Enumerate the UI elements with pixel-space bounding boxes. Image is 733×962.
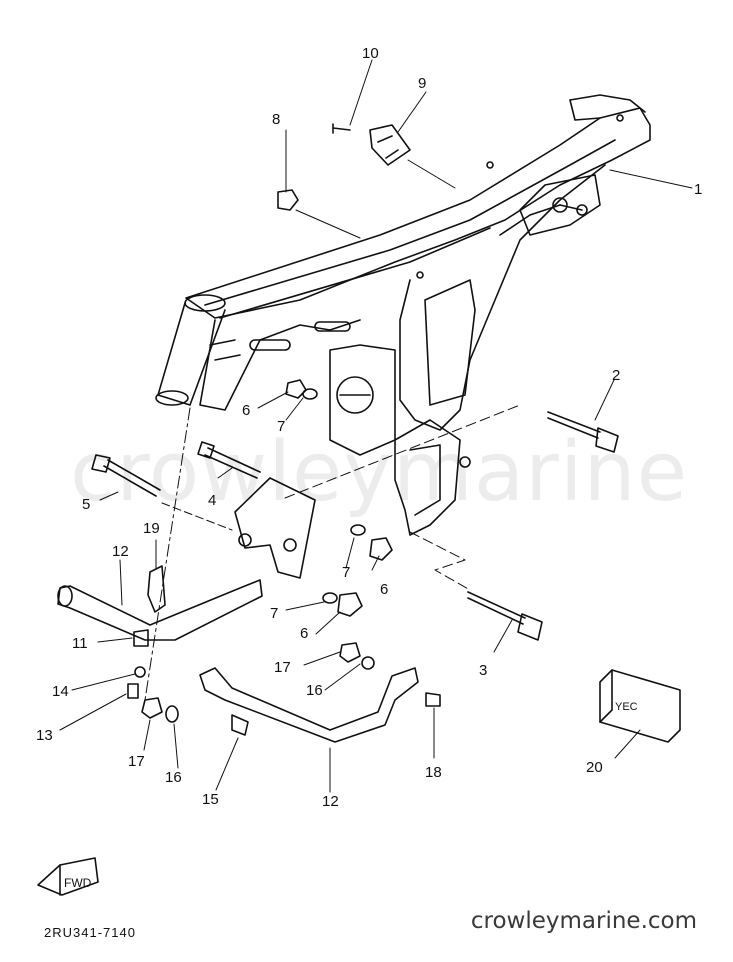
part-label: 11	[72, 635, 88, 652]
part-label: 7	[342, 564, 350, 581]
diagram-code: 2RU341-7140	[44, 925, 136, 940]
part-label: 16	[165, 769, 182, 786]
part-label: 2	[612, 367, 620, 384]
part-label: 1	[694, 181, 702, 198]
part-label: 14	[52, 683, 69, 700]
part-label: 4	[208, 492, 216, 509]
part-label: 5	[82, 496, 90, 513]
part-label: 9	[418, 75, 426, 92]
part-label: 19	[143, 520, 160, 537]
fastener-drawings: YEC	[57, 123, 681, 743]
part-label: 8	[272, 111, 280, 128]
part-label: 12	[112, 543, 129, 560]
part-label: 16	[306, 682, 323, 699]
part-label: 3	[479, 662, 487, 679]
part-label: 6	[242, 402, 250, 419]
part-labels: 1 2 3 4 5 6 6 6 7 7 7 8 9 10 11 12 12 13…	[36, 45, 702, 810]
part-label: 17	[274, 659, 291, 676]
leader-lines	[59, 59, 693, 793]
part-label: 12	[322, 793, 339, 810]
frame-drawing	[155, 94, 651, 536]
part-label: 20	[586, 759, 603, 776]
part-label: 6	[300, 625, 308, 642]
fwd-label: FWD	[64, 876, 92, 890]
part-label: 10	[362, 45, 379, 62]
part-label: 6	[380, 581, 388, 598]
part-label: 17	[128, 753, 145, 770]
part-label: 18	[425, 764, 442, 781]
part-label: 7	[277, 418, 285, 435]
part-label: 7	[270, 605, 278, 622]
site-url: crowleymarine.com	[470, 908, 697, 934]
fwd-arrow-icon: FWD	[37, 857, 99, 896]
decal-text: YEC	[615, 701, 638, 713]
part-label: 13	[36, 727, 53, 744]
part-label: 15	[202, 791, 219, 808]
